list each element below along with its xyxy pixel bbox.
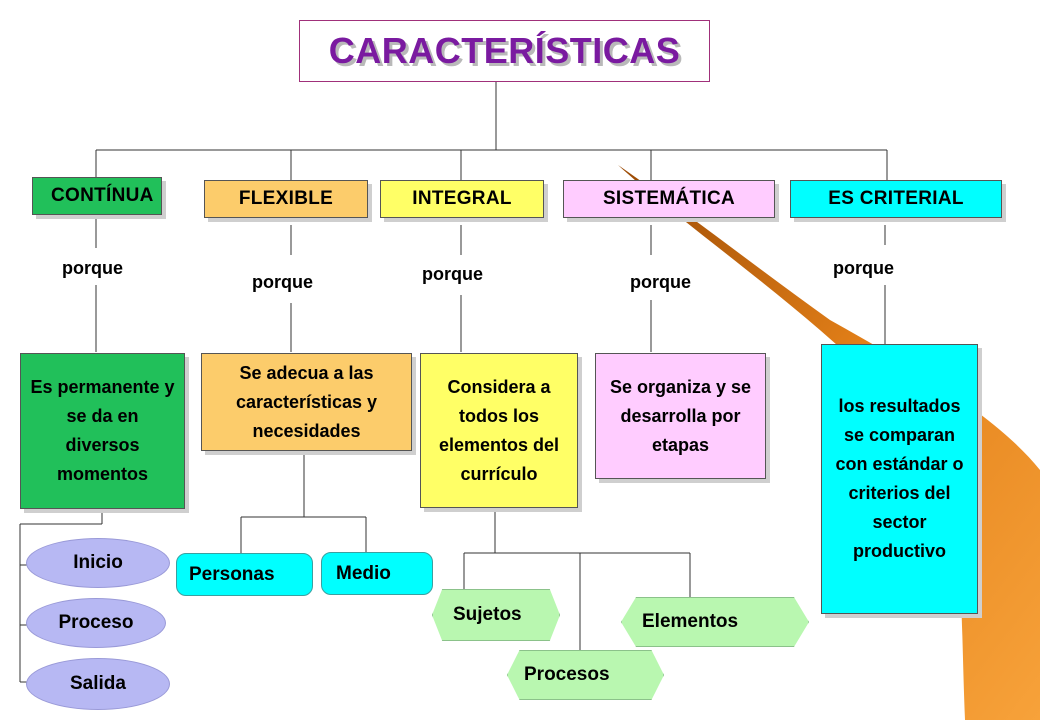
description-es-criterial: los resultados se comparan con estándar … (821, 344, 978, 614)
category-integral: INTEGRAL (380, 180, 544, 218)
integral-item-elementos: Elementos (621, 597, 809, 647)
flexible-item-personas: Personas (176, 553, 313, 596)
porque-label-integral: porque (422, 264, 483, 284)
category-flexible: FLEXIBLE (204, 180, 368, 218)
porque-label-es-criterial: porque (833, 258, 894, 278)
category-continua: CONTÍNUA (32, 177, 162, 215)
diagram-title: CARACTERÍSTICAS (328, 30, 681, 71)
moment-proceso: Proceso (26, 598, 166, 648)
porque-label-flexible: porque (252, 272, 313, 292)
porque-label-continua: porque (62, 258, 123, 278)
moment-inicio: Inicio (26, 538, 170, 588)
category-es-criterial: ES CRITERIAL (790, 180, 1002, 218)
description-flexible: Se adecua a las características y necesi… (201, 353, 412, 451)
integral-item-sujetos: Sujetos (432, 589, 560, 641)
integral-item-procesos: Procesos (507, 650, 664, 700)
flexible-item-medio: Medio (321, 552, 433, 595)
description-sistematica: Se organiza y se desarrolla por etapas (595, 353, 766, 479)
description-continua: Es permanente y se da en diversos moment… (20, 353, 185, 509)
moment-salida: Salida (26, 658, 170, 710)
porque-label-sistematica: porque (630, 272, 691, 292)
diagram-title-box: CARACTERÍSTICAS (299, 20, 710, 82)
category-sistematica: SISTEMÁTICA (563, 180, 775, 218)
description-integral: Considera a todos los elementos del curr… (420, 353, 578, 508)
